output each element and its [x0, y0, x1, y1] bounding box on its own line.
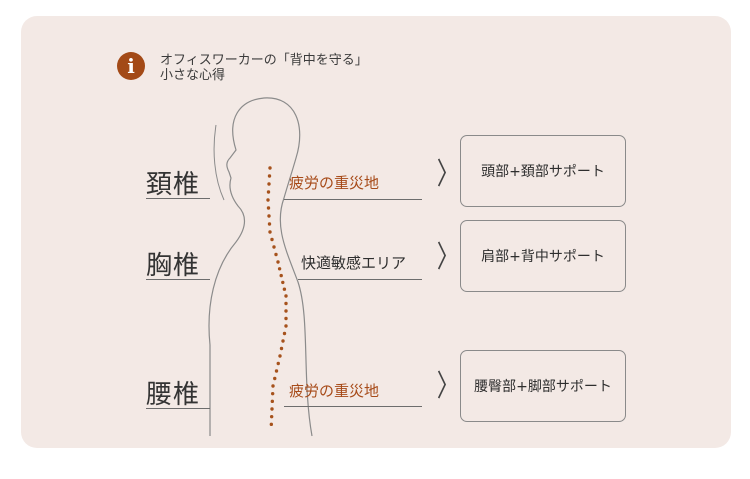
zone-rule: [298, 279, 422, 280]
spine-rule: [146, 279, 210, 280]
zone-text: 疲労の重災地: [289, 382, 380, 400]
spine-dot: [272, 245, 276, 249]
zone-rule: [284, 199, 422, 200]
spine-dot: [268, 166, 272, 170]
spine-dot: [270, 391, 275, 396]
spine-label-cervical: 頚椎: [146, 170, 201, 200]
infographic-card: [21, 16, 731, 448]
spine-dot: [267, 214, 271, 218]
spine-dot: [269, 414, 274, 419]
spine-dot: [284, 294, 288, 298]
spine-dot: [269, 422, 274, 427]
spine-dot: [282, 331, 287, 336]
spine-dot: [274, 369, 279, 373]
spine-dot: [267, 174, 272, 178]
spine-dot: [266, 206, 271, 210]
spine-dot: [266, 190, 271, 194]
spine-dot: [284, 301, 288, 306]
spine-rule: [146, 408, 210, 409]
spine-dot: [266, 198, 270, 202]
spine-label-lumbar: 腰椎: [146, 380, 201, 410]
zone-label-lumbar: 疲労の重災地: [285, 377, 393, 401]
spine-dot: [271, 384, 275, 388]
spine-dot: [284, 324, 288, 328]
chevron-right-icon: 〉: [436, 369, 460, 404]
spine-dot: [279, 346, 284, 351]
zone-label-cervical: 疲労の重災地: [285, 169, 393, 193]
zone-label-thoracic: 快適敏感エリア: [301, 254, 407, 272]
chevron-right-icon: 〉: [436, 240, 460, 275]
spine-dot: [273, 376, 277, 381]
spine-dot: [282, 287, 287, 291]
spine-dots: [266, 166, 288, 427]
header-text: オフィスワーカーの「背中を守る」 小さな心得: [160, 53, 368, 83]
header-subtitle: 小さな心得: [160, 68, 226, 83]
spine-dot: [267, 222, 272, 226]
spine-dot: [284, 309, 288, 313]
spine-dot: [281, 339, 285, 343]
spine-dot: [277, 267, 282, 271]
spine-dot: [276, 260, 280, 264]
chevron-right-icon: 〉: [436, 157, 460, 192]
header-title: オフィスワーカーの「背中を守る」: [160, 53, 368, 68]
spine-label-thoracic: 胸椎: [146, 251, 201, 281]
spine-dot: [278, 354, 282, 358]
spine-dot: [270, 407, 274, 411]
spine-dot: [281, 280, 285, 285]
support-box-shoulder-back: 肩部+背中サポート: [460, 220, 626, 292]
head-back-outline: [208, 97, 313, 437]
spine-dot: [274, 252, 278, 257]
support-box-head-neck: 頭部+頚部サポート: [460, 135, 626, 207]
face-line: [213, 124, 225, 201]
spine-dot: [268, 230, 272, 234]
spine-dot: [267, 182, 271, 186]
spine-dot: [270, 399, 275, 404]
spine-dot: [284, 316, 288, 321]
spine-dot: [279, 273, 283, 278]
spine-dot: [270, 237, 274, 242]
zone-rule: [284, 406, 422, 407]
support-box-waist-legs: 腰臀部+脚部サポート: [460, 350, 626, 422]
spine-dot: [276, 361, 280, 366]
zone-text: 疲労の重災地: [289, 174, 380, 192]
info-icon: i: [117, 52, 145, 80]
spine-rule: [146, 198, 210, 199]
